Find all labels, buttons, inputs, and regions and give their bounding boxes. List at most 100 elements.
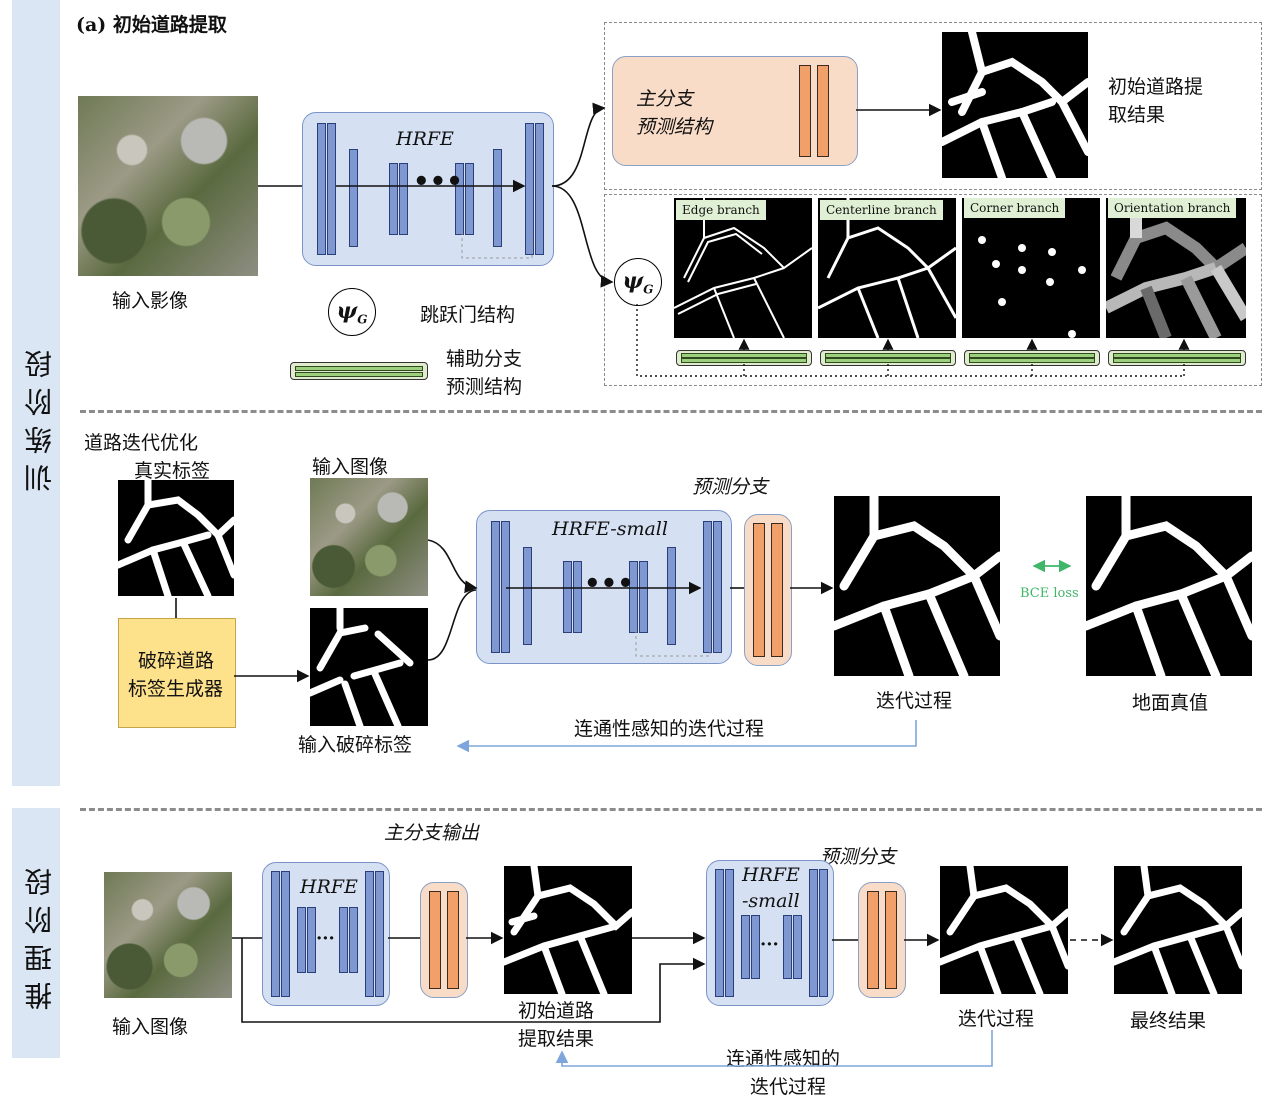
training-stage-label: 训练阶段	[23, 340, 56, 492]
hrfe-small-label: HRFE-small	[552, 518, 668, 540]
gt-label-image	[118, 480, 234, 596]
input-image-label-c: 输入图像	[112, 1016, 189, 1038]
section-a-title: (a) 初始道路提取	[76, 14, 227, 36]
iteration-label-c: 迭代过程	[958, 1008, 1035, 1030]
hrfe-bar	[399, 163, 408, 235]
hrfe-bar	[783, 915, 792, 979]
legend-aux-label-1: 辅助分支	[446, 348, 523, 370]
hrfe-bar	[465, 163, 474, 235]
legend-aux-head	[290, 362, 428, 380]
ground-truth-label: 地面真值	[1132, 692, 1209, 714]
inference-stage-label: 推理阶段	[23, 858, 56, 1010]
main-branch-label-1: 主分支	[636, 88, 694, 110]
pred-bar	[867, 891, 879, 989]
initial-road-result-image	[942, 32, 1088, 178]
hrfe-small-inference-label-2: -small	[742, 890, 800, 912]
psi-glyph: ψ	[622, 268, 644, 294]
orientation-branch-tag: Orientation branch	[1108, 198, 1237, 218]
hrfe-bar	[725, 869, 734, 997]
pred-bar	[447, 891, 459, 989]
psi-subscript: G	[357, 312, 368, 327]
main-output-label: 主分支输出	[384, 822, 480, 844]
broken-label-generator	[118, 618, 236, 728]
broken-label-caption: 输入破碎标签	[298, 734, 413, 756]
hrfe-bar	[667, 547, 676, 645]
initial-result-label-1: 初始道路提	[1108, 76, 1204, 98]
separator-training	[80, 410, 1262, 413]
pred-bar	[817, 65, 829, 157]
main-branch-label-2: 预测结构	[636, 116, 713, 138]
hrfe-bar	[573, 561, 582, 633]
pred-bar	[753, 523, 765, 657]
pred-bar	[799, 65, 811, 157]
skip-gate-symbol: ψG	[614, 258, 662, 306]
centerline-branch-tag: Centerline branch	[820, 200, 943, 220]
hrfe-small-inference-label-1: HRFE	[742, 864, 800, 886]
hrfe-bar	[491, 521, 500, 653]
pred-branch-c1	[420, 882, 468, 998]
hrfe-bar	[741, 915, 750, 979]
hrfe-bar	[715, 869, 724, 997]
pred-bar	[429, 891, 441, 989]
hrfe-bar	[751, 915, 760, 979]
ground-truth-image	[1086, 496, 1252, 676]
legend-skip-gate-symbol: ψG	[328, 288, 376, 336]
pred-branch-label-c: 预测分支	[820, 846, 897, 868]
aux-head-centerline	[820, 350, 956, 366]
pred-bar	[885, 891, 897, 989]
initial-extraction-label-2: 提取结果	[518, 1028, 595, 1050]
section-b-title: 道路迭代优化	[84, 432, 199, 454]
hrfe-label: HRFE	[396, 128, 454, 150]
hrfe-bar	[703, 521, 712, 653]
corner-branch-image	[962, 198, 1100, 338]
hrfe-bar	[317, 123, 326, 255]
main-branch-structure	[612, 56, 858, 166]
pred-branch-c2	[858, 882, 906, 998]
hrfe-bar	[327, 123, 336, 255]
hrfe-bar	[793, 915, 802, 979]
iteration-label-b: 迭代过程	[876, 690, 953, 712]
aux-branch-region	[604, 194, 1262, 386]
training-stage-band	[12, 0, 60, 786]
hrfe-bar	[349, 149, 358, 247]
hrfe-bar	[629, 561, 638, 633]
hrfe-bar	[493, 149, 502, 247]
gt-label: 真实标签	[134, 460, 211, 482]
edge-branch-tag: Edge branch	[676, 200, 766, 220]
final-result-label: 最终结果	[1130, 1010, 1207, 1032]
hrfe-bar	[389, 163, 398, 235]
hrfe-inference-label: HRFE	[300, 876, 358, 898]
hrfe-bar	[339, 907, 348, 973]
inference-stage-band	[12, 808, 60, 1058]
aux-head-edge	[676, 350, 812, 366]
hrfe-bar	[819, 869, 828, 997]
loop-label-c-1: 连通性感知的	[726, 1048, 841, 1070]
hrfe-bar	[365, 871, 374, 997]
hrfe-bar	[809, 869, 818, 997]
initial-result-label-2: 取结果	[1108, 104, 1166, 126]
aux-head-orientation	[1108, 350, 1246, 366]
legend-skip-gate-label: 跳跃门结构	[420, 304, 516, 326]
hrfe-bar	[307, 907, 316, 973]
loop-label-b: 连通性感知的迭代过程	[574, 718, 765, 740]
pred-bar	[771, 523, 783, 657]
input-image-label: 输入影像	[112, 290, 189, 312]
corner-branch-tag: Corner branch	[964, 198, 1066, 218]
input-aerial-image	[78, 96, 258, 276]
hrfe-bar	[639, 561, 648, 633]
broken-label-image	[310, 608, 428, 726]
input-image-b	[310, 478, 428, 596]
generator-label-2: 标签生成器	[128, 678, 224, 700]
orientation-branch-image	[1106, 198, 1246, 338]
hrfe-bar	[525, 123, 534, 255]
bce-loss-label: BCE loss	[1020, 586, 1079, 601]
input-image-label-b: 输入图像	[312, 456, 389, 478]
hrfe-bar	[297, 907, 306, 973]
psi-subscript: G	[643, 282, 654, 297]
hrfe-bar	[455, 163, 464, 235]
hrfe-bar	[501, 521, 510, 653]
hrfe-bar	[271, 871, 280, 997]
legend-aux-label-2: 预测结构	[446, 376, 523, 398]
final-result-image	[1114, 866, 1242, 994]
initial-extraction-image-c	[504, 866, 632, 994]
